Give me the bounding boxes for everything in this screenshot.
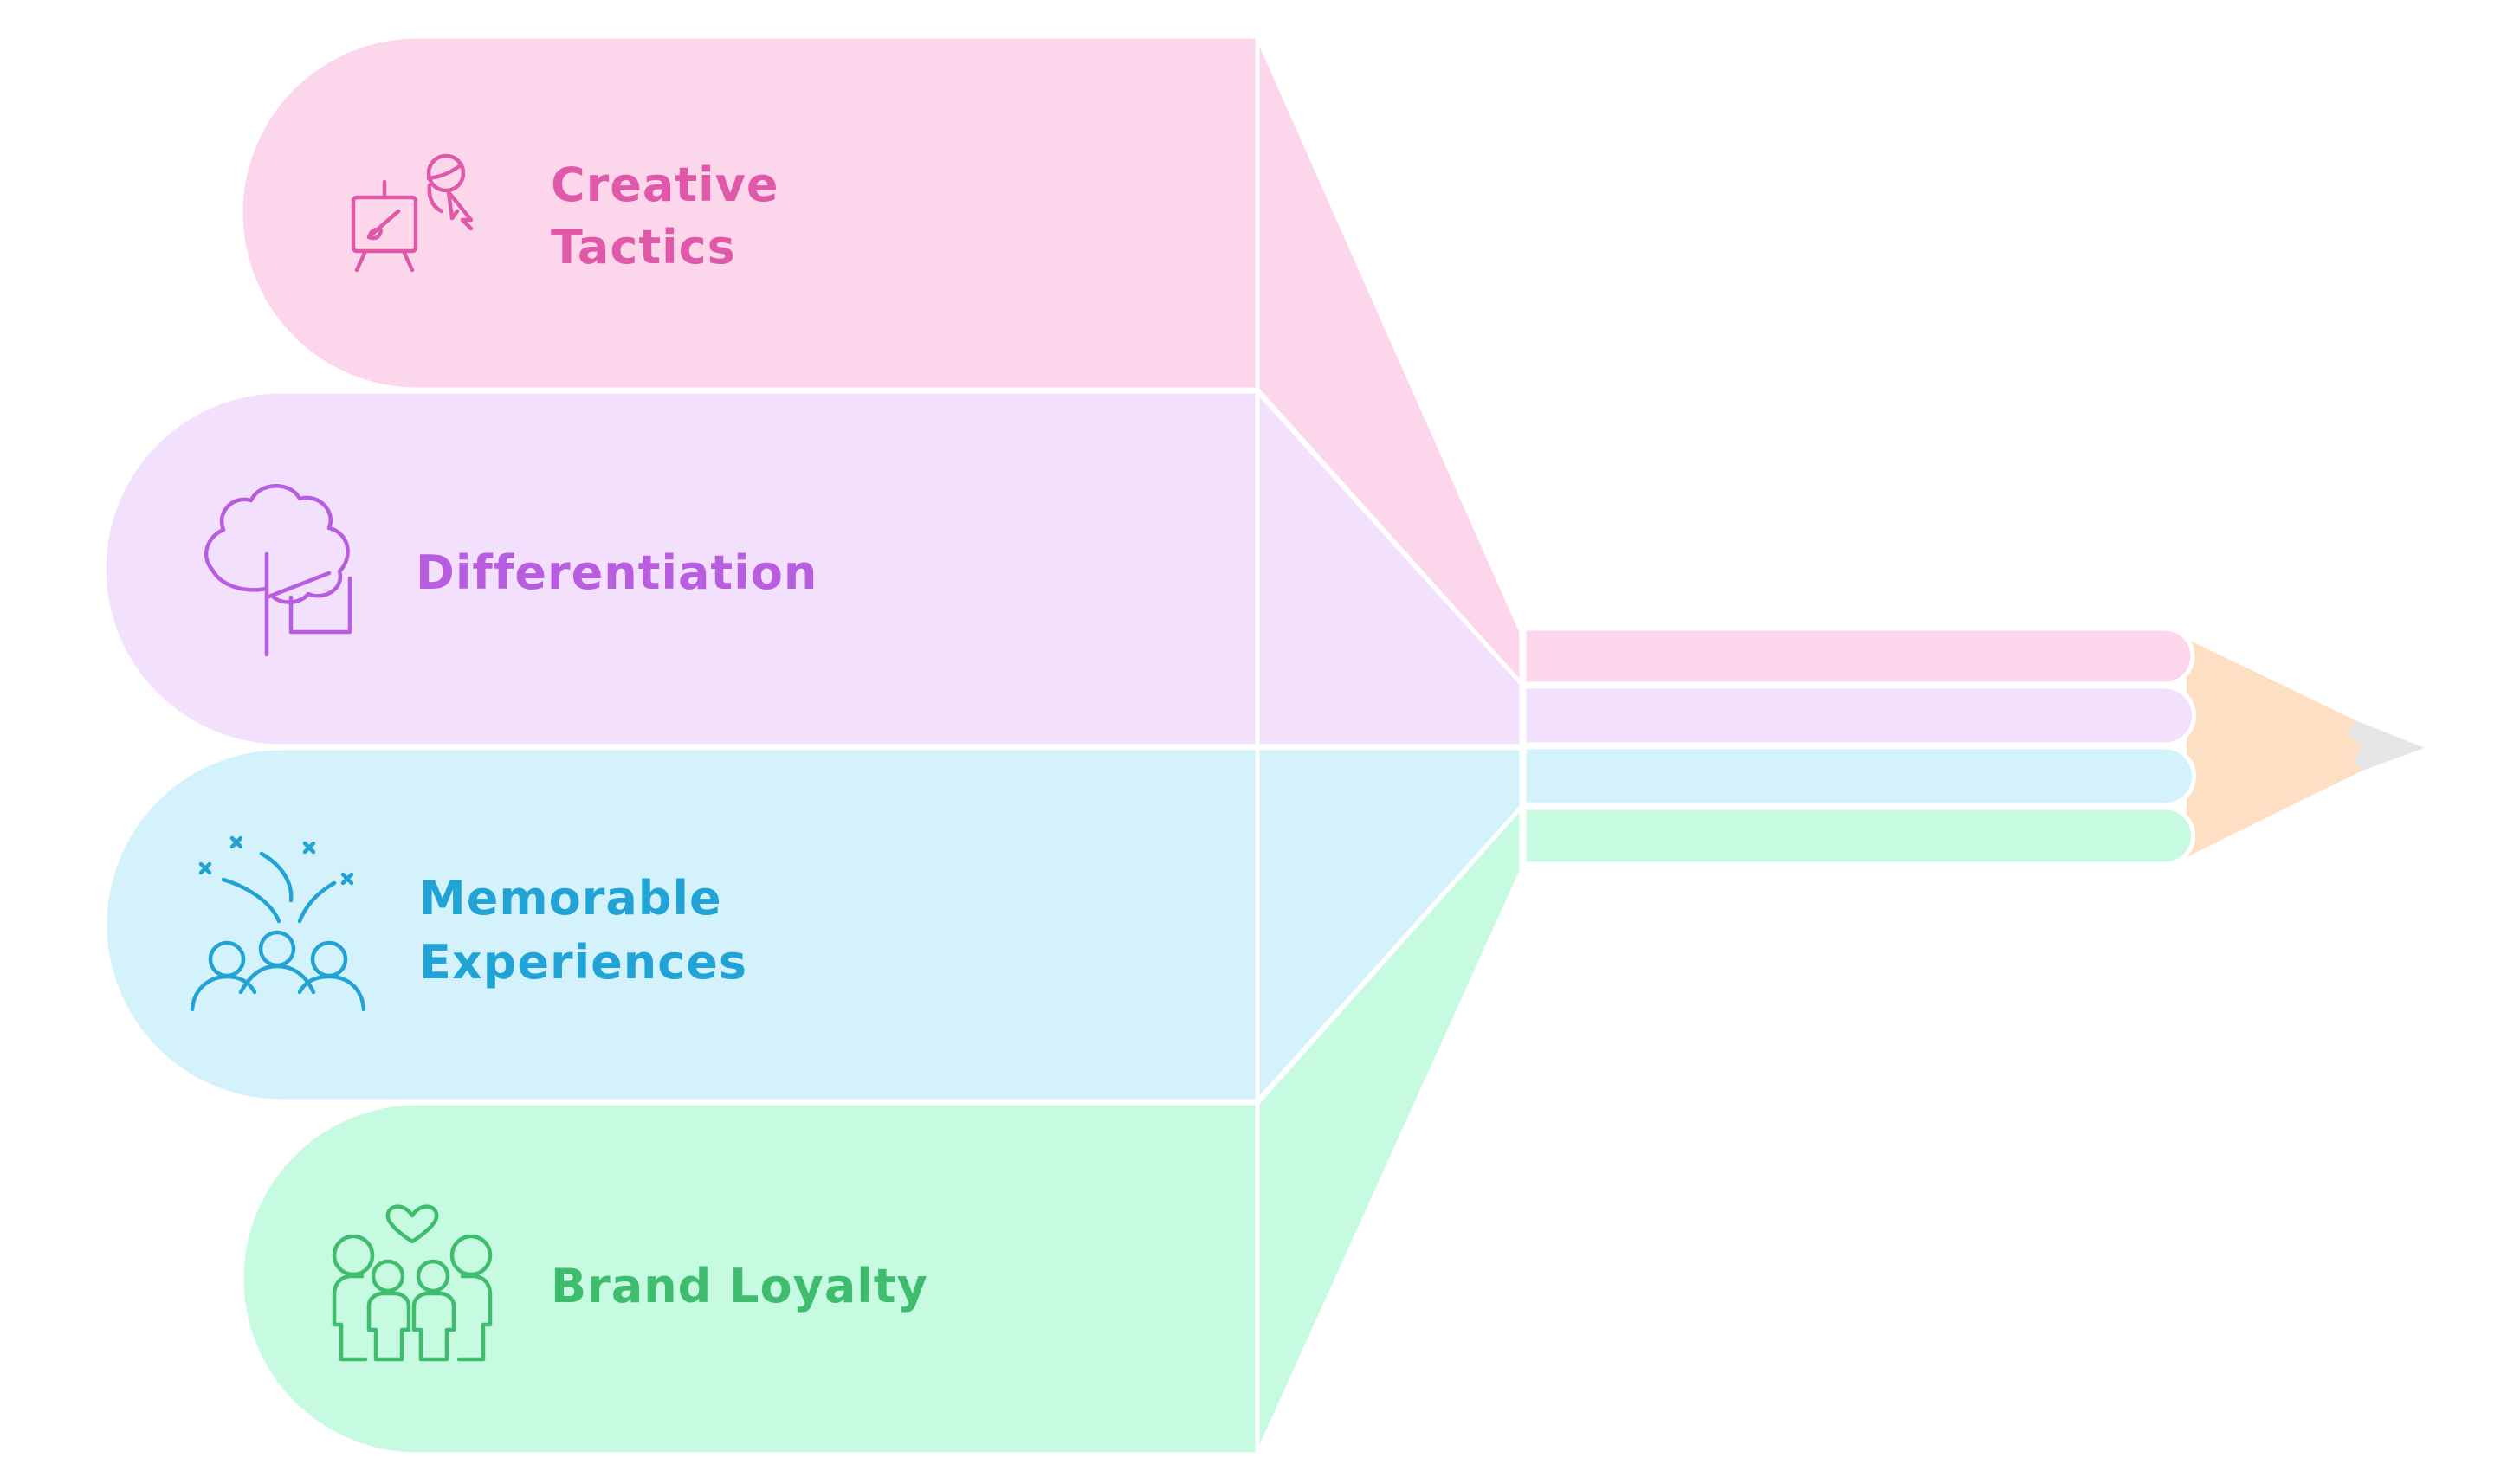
band-memorable-experiences: Memorable Experiences [102, 745, 1524, 1104]
pencil-stripe-pink [1522, 626, 2195, 687]
svg-text:Differentiation: Differentiation [416, 545, 817, 600]
svg-text:Brand Loyalty: Brand Loyalty [551, 1259, 928, 1313]
pencil-stripe-green [1522, 805, 2195, 867]
band-creative-tactics: Creative Tactics [238, 34, 1524, 690]
band-memorable-experiences-shape [102, 745, 1524, 1104]
creative-tactics-label-line2: Tactics [551, 220, 736, 274]
band-creative-tactics-shape [238, 34, 1524, 690]
differentiation-label: Differentiation [416, 545, 817, 600]
band-differentiation: Differentiation [101, 389, 1524, 749]
svg-text:Creative Tactics: Creative Tactics [551, 158, 796, 274]
band-differentiation-shape [101, 389, 1524, 749]
band-brand-loyalty: Brand Loyalty [239, 801, 1524, 1457]
family-heart-icon [332, 1204, 493, 1362]
band-brand-loyalty-shape [239, 801, 1524, 1457]
crowd-celebration-icon [190, 835, 366, 1012]
pencil [1522, 626, 2425, 867]
creative-tactics-label-line1: Creative [551, 158, 779, 212]
pencil-stripe-purple [1522, 684, 2196, 747]
svg-text:Memorable Experiences: Memorable Experiences [419, 871, 747, 990]
easel-artist-icon [351, 153, 474, 273]
pencil-wood-tip [2187, 639, 2362, 857]
tree-icon [204, 484, 352, 657]
pencil-stripe-blue [1522, 745, 2196, 808]
memorable-experiences-label-line1: Memorable [419, 871, 722, 926]
memorable-experiences-label-line2: Experiences [419, 935, 747, 990]
pencil-lead [2347, 720, 2425, 771]
brand-loyalty-label: Brand Loyalty [551, 1259, 928, 1313]
